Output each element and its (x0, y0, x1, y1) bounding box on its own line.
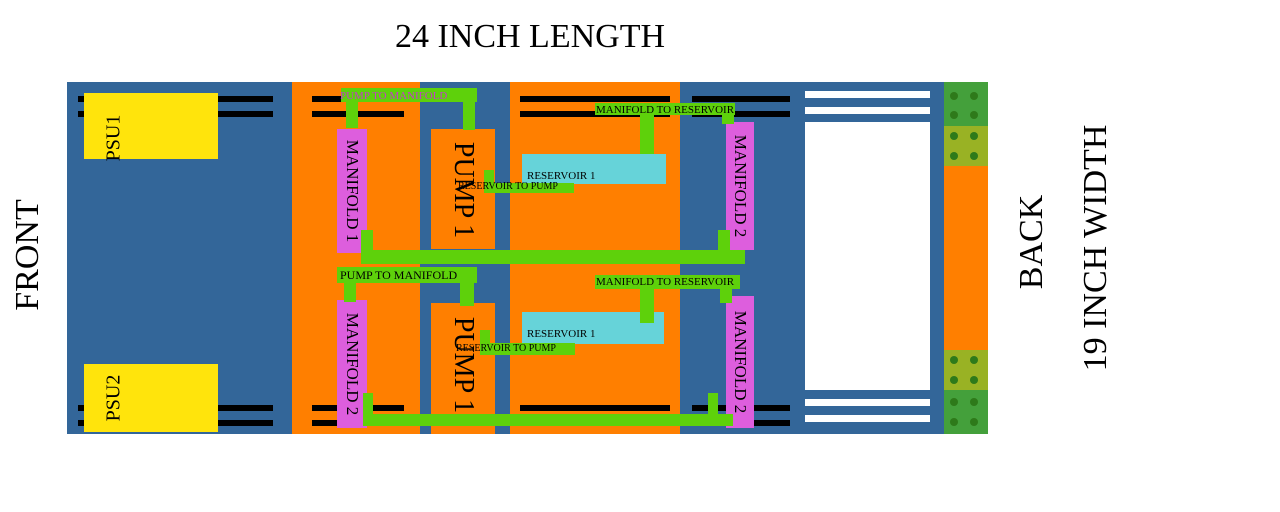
rail (520, 405, 670, 411)
screw-hole (970, 152, 978, 160)
screw-hole (950, 92, 958, 100)
tube (463, 98, 475, 130)
screw-hole (970, 398, 978, 406)
back-label: BACK (1013, 194, 1050, 290)
rear-rail-top (805, 82, 945, 122)
pump-bay-bottom (431, 303, 495, 434)
rear-post (930, 82, 944, 434)
screw-hole (970, 111, 978, 119)
screw-hole (970, 356, 978, 364)
tube-return (361, 250, 745, 264)
screw-hole (950, 398, 958, 406)
tube (640, 108, 654, 154)
manifold-2-bottom (726, 296, 754, 428)
tube-reservoir-to-pump (480, 343, 575, 355)
rail (312, 111, 404, 117)
manifold-2-top-label: MANIFOLD 2 (731, 134, 750, 238)
tube-manifold-to-reservoir (595, 103, 735, 115)
tube (484, 170, 494, 192)
tube-manifold-to-reservoir (595, 275, 740, 289)
manifold-2-bottom-left-label: MANIFOLD 2 (343, 312, 362, 416)
manifold-2-bottom-label: MANIFOLD 2 (731, 310, 750, 414)
rail (692, 111, 790, 117)
manifold-2-bottom-left (337, 300, 367, 428)
tube (460, 280, 474, 306)
rear-rail-bottom (805, 390, 945, 434)
rail (692, 96, 790, 102)
screw-hole (970, 92, 978, 100)
rear-slot (805, 399, 931, 406)
screw-hole (950, 132, 958, 140)
psu-2 (84, 364, 218, 432)
rear-slot (805, 91, 931, 98)
screw-hole (950, 111, 958, 119)
diagram-title: 24 INCH LENGTH (394, 18, 666, 55)
tube (640, 283, 654, 323)
psu-1 (84, 93, 218, 159)
screw-hole (950, 152, 958, 160)
bottom-pump-to-manifold-label: PUMP TO MANIFOLD (340, 268, 458, 282)
front-label: FRONT (9, 199, 46, 311)
reservoir-top (522, 154, 666, 184)
rail (520, 96, 670, 102)
reservoir-top-label: RESERVOIR 1 (527, 170, 596, 182)
psu-2-label: PSU2 (102, 374, 125, 422)
screw-hole (970, 132, 978, 140)
screw-hole (970, 418, 978, 426)
screw-hole (950, 376, 958, 384)
tube-reservoir-to-pump (484, 183, 574, 193)
tube (708, 393, 718, 423)
psu-1-label: PSU1 (102, 114, 125, 162)
top-reservoir-to-pump-label: RESERVOIR TO PUMP (458, 181, 558, 192)
tube (346, 98, 358, 128)
tube (363, 393, 373, 423)
tube-pump-to-manifold (337, 267, 477, 283)
bottom-manifold-to-reservoir-label: MANIFOLD TO RESERVOIR (596, 276, 735, 288)
tube (344, 280, 356, 302)
mount-ear-bottom (944, 390, 988, 434)
screw-hole (970, 376, 978, 384)
rear-slot (805, 107, 931, 114)
manifold-2-top (726, 122, 754, 250)
top-pump-to-manifold-label: PUMP TO MANIFOLD (340, 90, 448, 102)
rear-slot (805, 415, 931, 422)
tube-pump-to-manifold (341, 88, 477, 102)
bottom-reservoir-to-pump-label: RESERVOIR TO PUMP (456, 343, 556, 354)
tube (480, 330, 490, 352)
manifold-1-label: MANIFOLD 1 (343, 139, 362, 243)
tube (722, 108, 734, 124)
screw-hole (950, 356, 958, 364)
tube (720, 283, 732, 303)
reservoir-bottom-label: RESERVOIR 1 (527, 328, 596, 340)
pump-bottom-label: PUMP 1 (448, 316, 479, 414)
mount-ear-top (944, 82, 988, 126)
top-manifold-to-reservoir-label: MANIFOLD TO RESERVOIR (596, 104, 735, 116)
tube-return (363, 414, 733, 426)
screw-hole (950, 418, 958, 426)
width-label: 19 INCH WIDTH (1077, 124, 1114, 372)
